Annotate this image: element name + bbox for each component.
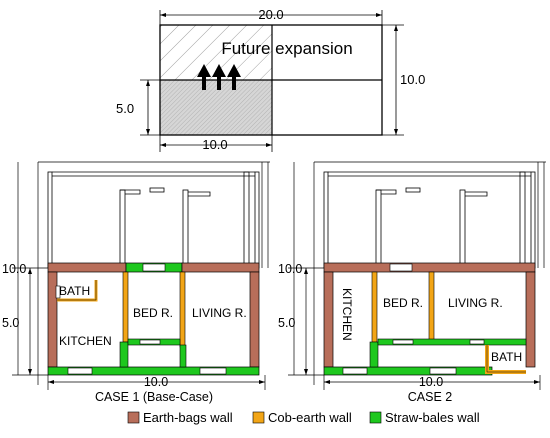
wall-cob-bed-left [371,271,378,343]
case1-caption: CASE 1 (Base-Case) [95,390,213,404]
future-expansion-label: Future expansion [221,39,352,58]
window [142,263,166,272]
case2-dim-top: 10.0 [278,262,302,276]
legend-earth-bags: Earth-bags wall [143,410,233,425]
case1-room-living: LIVING R. [192,306,247,320]
window [429,367,457,375]
expansion-arrows [197,64,241,90]
case1-dim-top: 10.0 [2,262,26,276]
up-arrow-icon [202,76,206,90]
wall-straw-bottom [47,366,260,376]
case2-room-living: LIVING R. [448,296,503,310]
top-left-label: 5.0 [116,101,134,116]
case1-room-bed: BED R. [133,306,173,320]
door [55,285,61,299]
wall-earth-top [323,262,536,273]
wall-earth-right [249,271,260,368]
case2-room-bath: BATH [491,350,522,364]
wall-cob-bed-right [179,271,186,348]
case1-plan: 10.0 5.0 10.0 BATH KITCHEN BED R. LIVING… [2,161,270,404]
top-width-label: 20.0 [258,7,283,22]
up-arrow-icon [217,76,221,90]
case2-dim-bottom: 10.0 [419,375,443,389]
wall-cob-bed-left [122,271,129,343]
legend-swatch-straw [369,411,382,424]
case2-caption: CASE 2 [408,390,453,404]
door [469,339,485,345]
legend: Earth-bags wall Cob-earth wall Straw-bal… [127,410,480,425]
case2-dim-side: 5.0 [278,316,295,330]
case2-room-kitchen: KITCHEN [340,288,354,341]
door [392,339,414,345]
window [342,367,368,375]
top-height-label: 10.0 [400,72,425,87]
wall-earth-left [47,271,58,368]
case2-plan: 10.0 5.0 10.0 KITCHEN BED R. LIVING R. B… [278,161,546,404]
case1-dim-side: 5.0 [2,316,19,330]
door [139,339,161,345]
case1-dim-bottom: 10.0 [144,375,168,389]
top-site-plan: 20.0 10.0 5.0 10.0 Future expansion [116,7,425,152]
case1-room-bath: BATH [59,284,90,298]
legend-swatch-earth-bags [127,411,140,424]
legend-straw-bales: Straw-bales wall [385,410,480,425]
wall-cob-bed-right [428,271,435,343]
wall-earth-left [323,271,334,368]
wall-earth-top-left [47,262,127,273]
wall-earth-right [525,271,536,368]
top-bottom-label: 10.0 [202,137,227,152]
case2-room-bed: BED R. [383,296,423,310]
case1-room-kitchen: KITCHEN [59,334,112,348]
legend-cob-earth: Cob-earth wall [268,410,352,425]
window [199,367,227,375]
window [389,263,413,272]
up-arrow-icon [232,76,236,90]
wall-earth-top-right [181,262,260,273]
window [67,367,93,375]
wall-straw-mid [377,338,527,346]
legend-swatch-cob [252,411,265,424]
